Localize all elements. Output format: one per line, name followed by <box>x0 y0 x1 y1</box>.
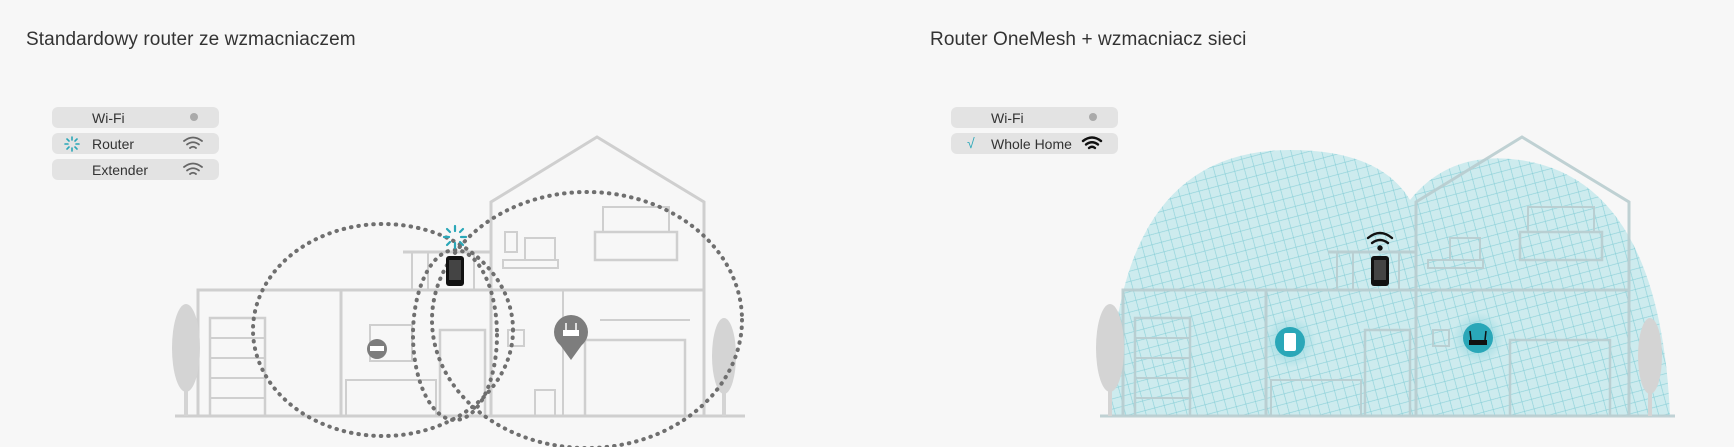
legend-item-whole-home: √ Whole Home <box>951 133 1118 154</box>
extender-icon <box>367 339 387 359</box>
legend-item-extender: Extender <box>52 159 219 180</box>
phone-icon <box>1371 256 1389 286</box>
right-panel-title: Router OneMesh + wzmacniacz sieci <box>930 29 1247 50</box>
phone-icon <box>446 256 464 286</box>
legend-item-wifi: Wi-Fi <box>951 107 1118 128</box>
dot-icon <box>1089 113 1097 121</box>
tree-icon <box>1096 304 1662 416</box>
wifi-icon <box>1366 231 1394 251</box>
legend-item-label: Wi-Fi <box>92 110 125 126</box>
mesh-coverage <box>1110 150 1670 416</box>
legend-item-label: Router <box>92 136 135 152</box>
router-glow-icon <box>1452 312 1504 364</box>
legend-item-label: Whole Home <box>991 136 1072 152</box>
loading-spinner-icon <box>442 224 468 250</box>
loading-spinner-icon <box>64 136 80 155</box>
legend-item-label: Wi-Fi <box>991 110 1024 126</box>
extender-glow-icon <box>1264 316 1316 368</box>
legend-item-wifi: Wi-Fi <box>52 107 219 128</box>
legend-item-label: Extender <box>92 162 149 178</box>
wifi-icon <box>182 135 204 154</box>
wifi-icon <box>1081 135 1103 154</box>
left-house <box>175 135 745 418</box>
router-pin-icon <box>554 315 588 360</box>
tree-icon <box>172 304 736 416</box>
left-panel-title: Standardowy router ze wzmacniaczem <box>26 29 356 50</box>
coverage-circle <box>251 190 744 447</box>
legend-item-router: Router <box>52 133 219 154</box>
right-house <box>1100 135 1675 418</box>
dot-icon <box>190 113 198 121</box>
check-icon: √ <box>967 135 975 151</box>
wifi-icon <box>182 161 204 180</box>
